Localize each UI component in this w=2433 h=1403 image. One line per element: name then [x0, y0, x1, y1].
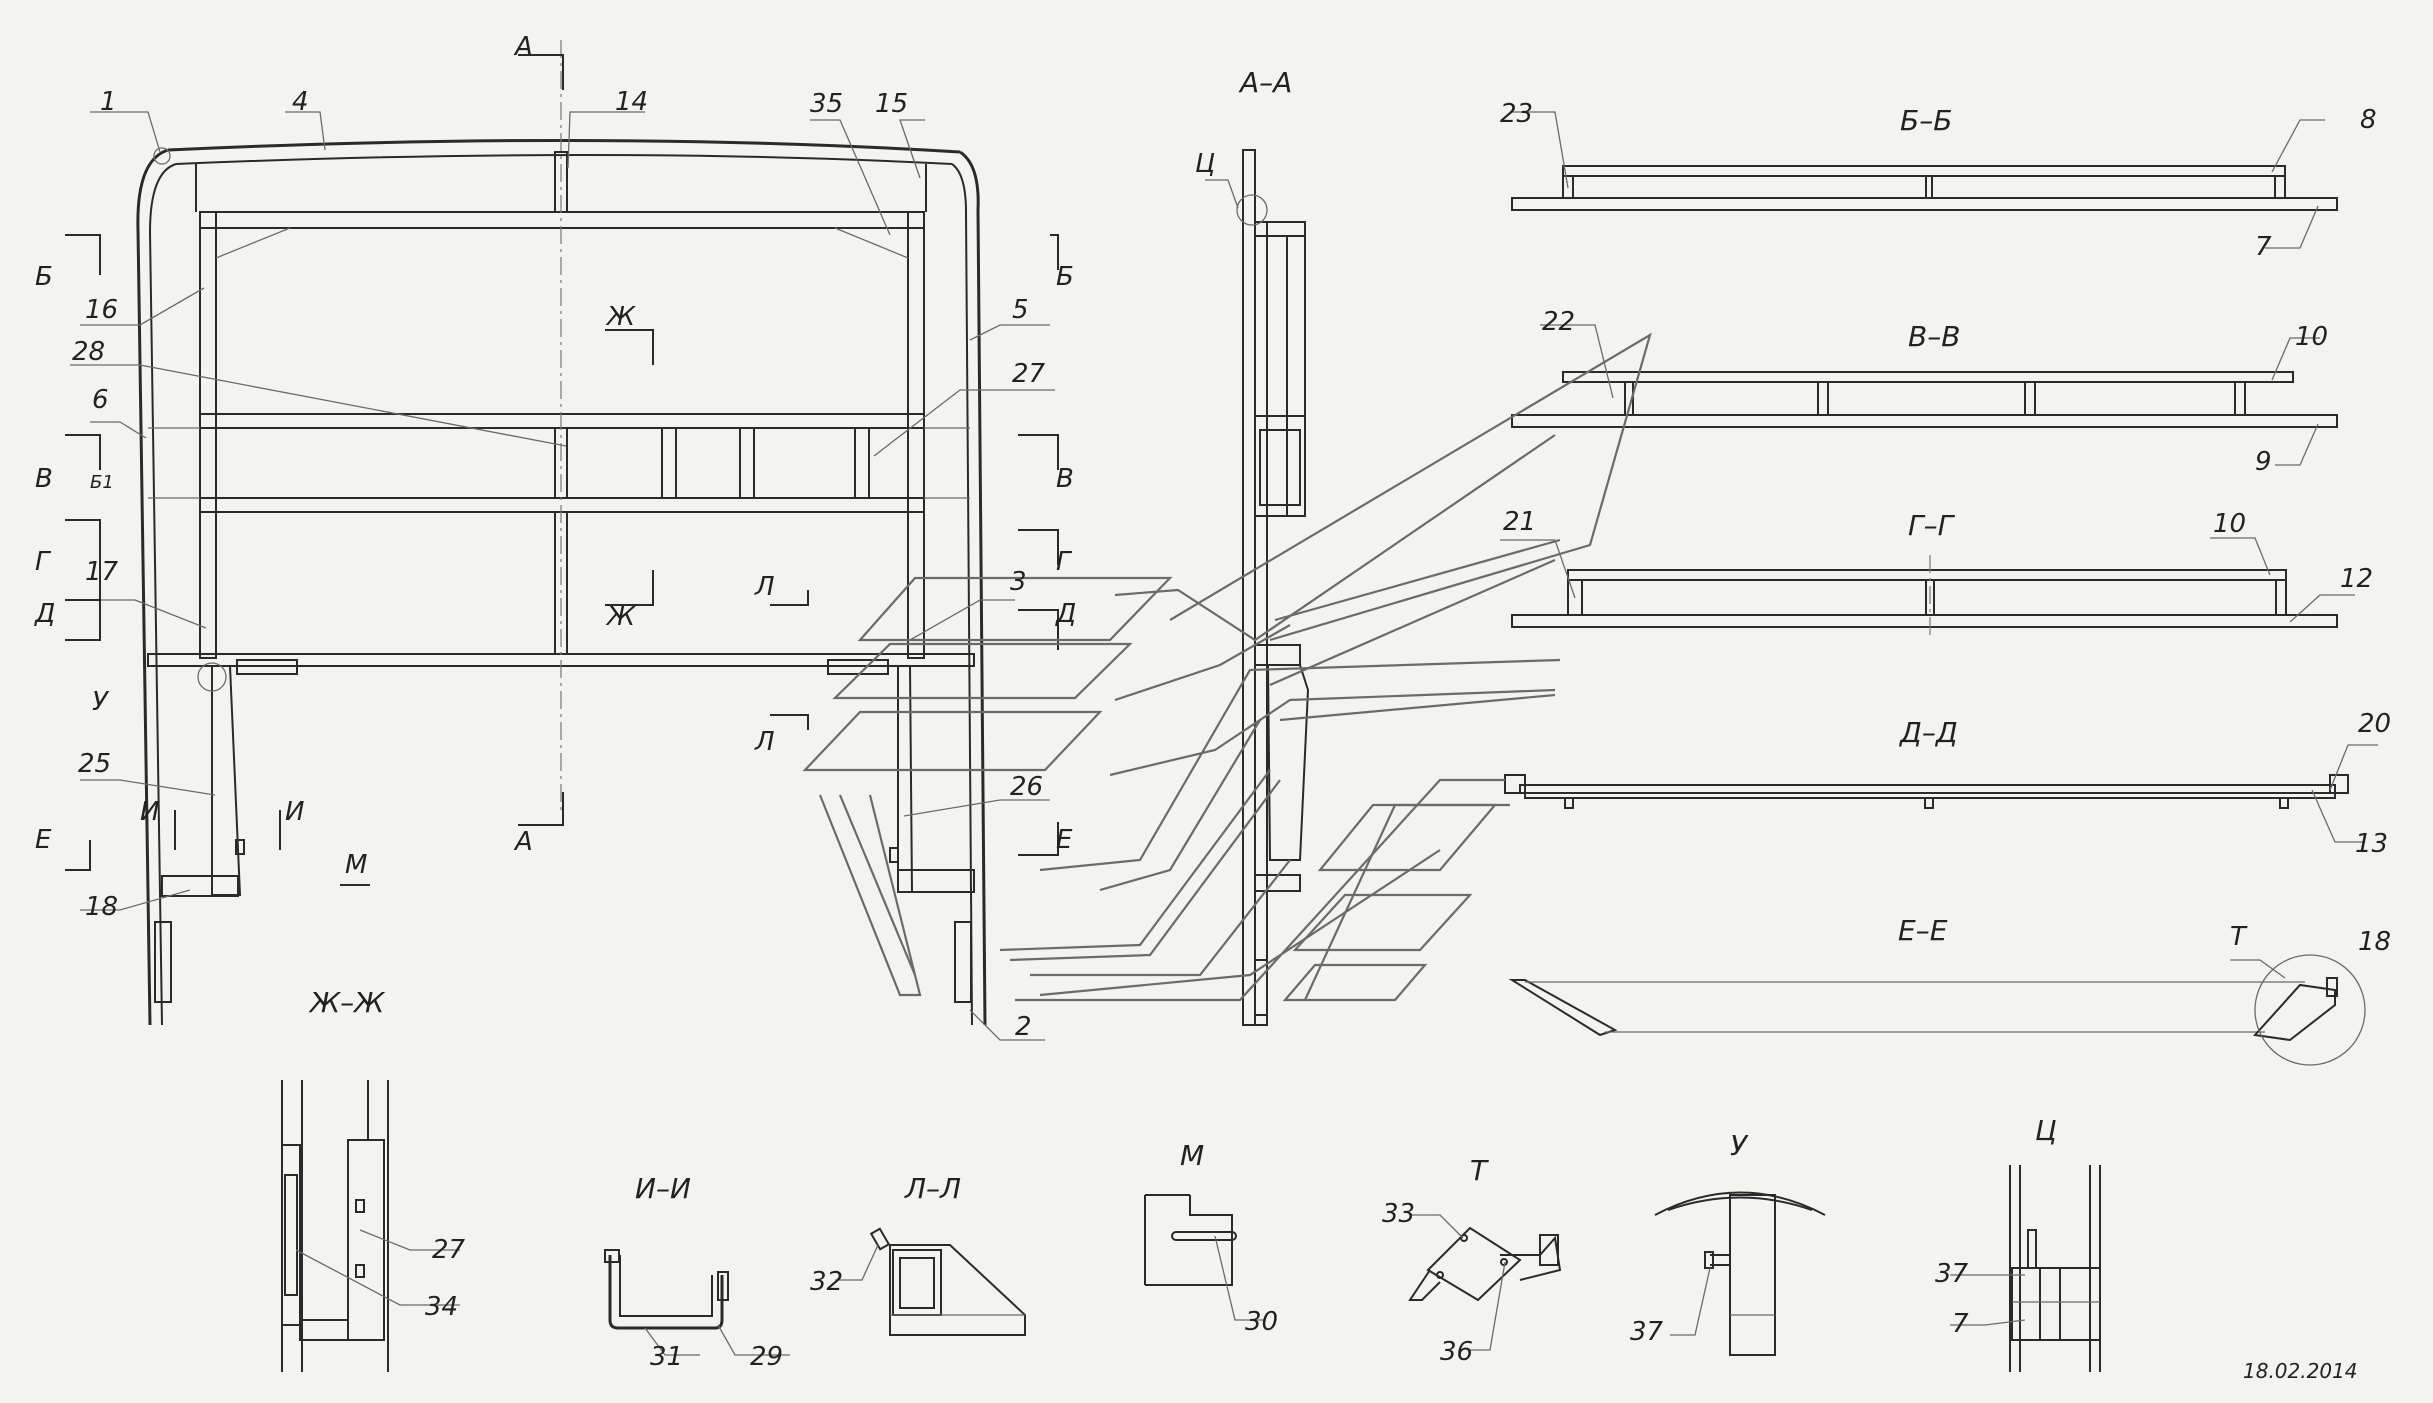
detail-ll — [835, 1227, 1026, 1336]
title-bb: Б–Б — [1900, 104, 1952, 137]
part-label: 10 — [2295, 322, 2328, 352]
part-label: 10 — [2213, 509, 2246, 539]
title-ii: И–И — [635, 1172, 691, 1205]
part-label: 7 — [2255, 232, 2272, 262]
cut-letters: А А Б Б В В Б1 Г Г Д Д Е Е Ж Ж Л Л И И М… — [34, 32, 2248, 952]
part-label: 22 — [1542, 307, 1575, 337]
detail-m — [1144, 1194, 1265, 1321]
letter-i-left: И — [140, 797, 159, 827]
detail-t — [1408, 1214, 1562, 1351]
part-label: 23 — [1500, 99, 1533, 129]
letter-e-left: Е — [35, 825, 52, 855]
section-dd — [1504, 744, 2378, 843]
letter-ts: Ц — [1195, 149, 1215, 179]
letter-d-left: Д — [34, 599, 55, 629]
part-label: 4 — [292, 87, 309, 117]
detail-ii — [604, 1249, 790, 1356]
letter-d-right: Д — [1055, 599, 1076, 629]
part-label: 18 — [2358, 927, 2391, 957]
part-label: 32 — [810, 1267, 843, 1297]
part-label: 21 — [1503, 507, 1536, 537]
part-label: 12 — [2340, 564, 2373, 594]
title-zz: Ж–Ж — [308, 986, 386, 1019]
part-label: 5 — [1012, 295, 1029, 325]
part-label: 8 — [2360, 105, 2377, 135]
letter-zh-bottom: Ж — [605, 602, 636, 632]
part-numbers: 1 2 3 4 5 6 7 8 9 10 10 12 13 14 15 16 1… — [72, 87, 2391, 1372]
title-u: У — [1730, 1129, 1749, 1162]
detail-zz — [281, 1080, 460, 1372]
detail-ts — [1950, 1165, 2101, 1372]
part-label: 20 — [2358, 709, 2391, 739]
title-ts: Ц — [2035, 1114, 2057, 1147]
part-label: 25 — [78, 749, 111, 779]
part-label: 28 — [72, 337, 105, 367]
section-marks — [65, 54, 1059, 886]
section-ee — [1508, 954, 2366, 1066]
letter-v-right: В — [1056, 464, 1074, 494]
part-label: 6 — [92, 385, 109, 415]
part-label: 35 — [810, 89, 843, 119]
part-label: 17 — [85, 557, 119, 587]
part-label: 18 — [85, 892, 118, 922]
letter-b-left: Б — [35, 262, 53, 292]
letter-g-left: Г — [35, 547, 52, 577]
title-gg: Г–Г — [1908, 509, 1956, 542]
letter-zh-top: Ж — [605, 302, 636, 332]
title-dd: Д–Д — [1898, 716, 1958, 749]
letter-a-top: А — [513, 32, 533, 62]
section-gg — [1500, 537, 2355, 640]
callout-frames — [802, 332, 1652, 1002]
part-label: 34 — [425, 1292, 458, 1322]
part-label: 13 — [2355, 829, 2388, 859]
detail-u — [1654, 1191, 1826, 1356]
part-label: 2 — [1015, 1012, 1032, 1042]
letter-i-right: И — [285, 797, 304, 827]
part-label: 27 — [432, 1235, 466, 1265]
title-ll: Л–Л — [904, 1172, 961, 1205]
letter-v-left: В — [35, 464, 53, 494]
letter-e-right: Е — [1056, 825, 1073, 855]
side-view-aa — [1205, 149, 1310, 1026]
letter-b1: Б1 — [90, 472, 114, 493]
letter-u: У — [92, 687, 110, 717]
title-t: Т — [1470, 1154, 1489, 1187]
part-label: 27 — [1012, 359, 1046, 389]
part-label: 36 — [1440, 1337, 1473, 1367]
part-label: 31 — [650, 1342, 683, 1372]
part-label: 16 — [85, 295, 118, 325]
letter-g-right: Г — [1056, 547, 1073, 577]
part-label: 15 — [875, 89, 908, 119]
front-view — [70, 40, 1055, 1041]
letter-l-top: Л — [754, 572, 775, 602]
title-aa: А–А — [1238, 66, 1292, 99]
letter-a-bottom: А — [513, 827, 533, 857]
drawing-date: 18.02.2014 — [2243, 1359, 2358, 1383]
part-label: 30 — [1245, 1307, 1278, 1337]
letter-t: Т — [2230, 922, 2248, 952]
letter-b-right: Б — [1056, 262, 1074, 292]
title-vv: В–В — [1908, 320, 1960, 353]
part-label: 33 — [1382, 1199, 1415, 1229]
part-label: 9 — [2255, 447, 2272, 477]
part-label: 7 — [1952, 1309, 1969, 1339]
part-label: 1 — [100, 87, 117, 117]
part-label: 37 — [1935, 1259, 1969, 1289]
letter-m: М — [345, 850, 367, 880]
title-m: М — [1180, 1139, 1204, 1172]
part-label: 26 — [1010, 772, 1043, 802]
section-titles: А–А Б–Б В–В Г–Г Д–Д Е–Е Ж–Ж И–И Л–Л М Т … — [308, 66, 2057, 1205]
letter-l-bottom: Л — [754, 727, 775, 757]
part-label: 29 — [750, 1342, 783, 1372]
part-label: 3 — [1010, 567, 1027, 597]
title-ee: Е–Е — [1898, 914, 1948, 947]
section-bb — [1510, 111, 2338, 249]
part-label: 14 — [615, 87, 648, 117]
part-label: 37 — [1630, 1317, 1664, 1347]
section-vv — [1511, 324, 2338, 466]
